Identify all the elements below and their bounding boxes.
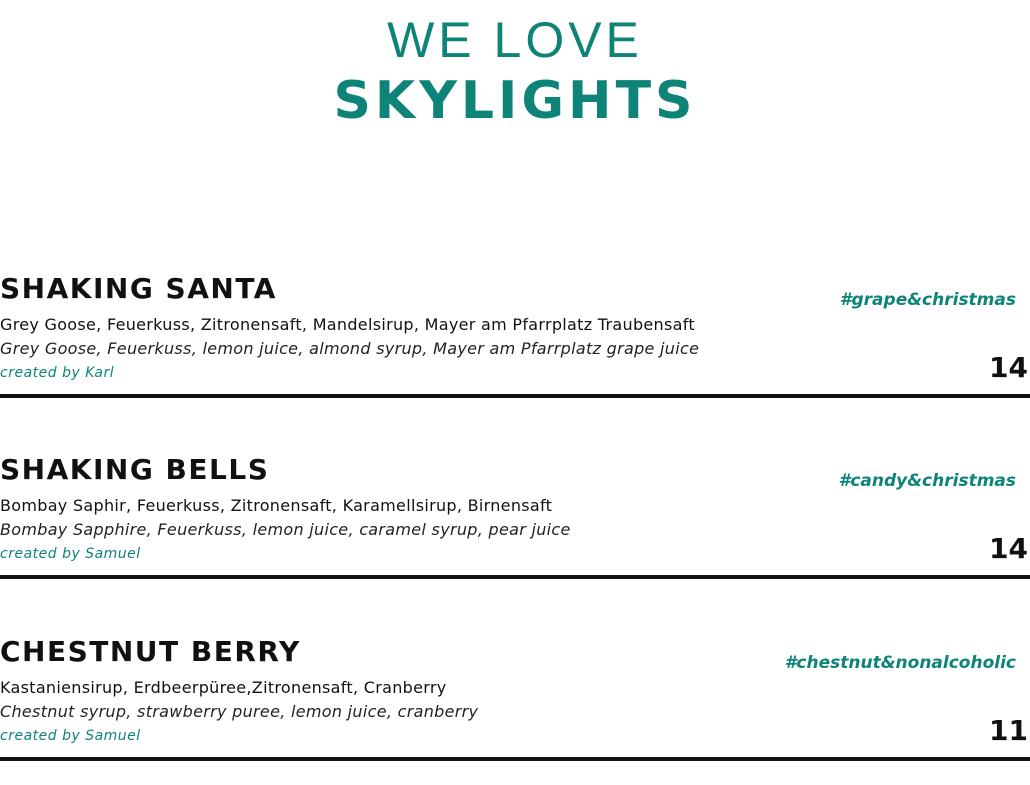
item-tag: #chestnut&nonalcoholic: [784, 653, 1016, 673]
item-price: 11: [989, 714, 1028, 747]
item-tag: #candy&christmas: [838, 471, 1017, 491]
item-ingredients-en: Bombay Sapphire, Feuerkuss, lemon juice,…: [0, 520, 571, 539]
divider: [0, 394, 1030, 398]
divider: [0, 757, 1030, 761]
item-name: SHAKING SANTA: [0, 272, 277, 305]
header-title: SKYLIGHTS: [333, 71, 697, 131]
item-ingredients-en: Grey Goose, Feuerkuss, lemon juice, almo…: [0, 339, 700, 358]
item-tag: #grape&christmas: [839, 290, 1016, 310]
item-ingredients-en: Chestnut syrup, strawberry puree, lemon …: [0, 702, 479, 721]
item-name: CHESTNUT BERRY: [0, 635, 301, 668]
item-creator: created by Karl: [0, 365, 115, 381]
item-ingredients-de: Grey Goose, Feuerkuss, Zitronensaft, Man…: [0, 315, 695, 334]
item-price: 14: [989, 351, 1028, 384]
item-ingredients-de: Kastaniensirup, Erdbeerpüree,Zitronensaf…: [0, 678, 447, 697]
item-price: 14: [989, 532, 1028, 565]
item-ingredients-de: Bombay Saphir, Feuerkuss, Zitronensaft, …: [0, 496, 553, 515]
header-tagline: WE LOVE: [387, 12, 643, 68]
divider: [0, 575, 1030, 579]
item-creator: created by Samuel: [0, 728, 141, 744]
item-creator: created by Samuel: [0, 546, 141, 562]
item-name: SHAKING BELLS: [0, 453, 270, 486]
